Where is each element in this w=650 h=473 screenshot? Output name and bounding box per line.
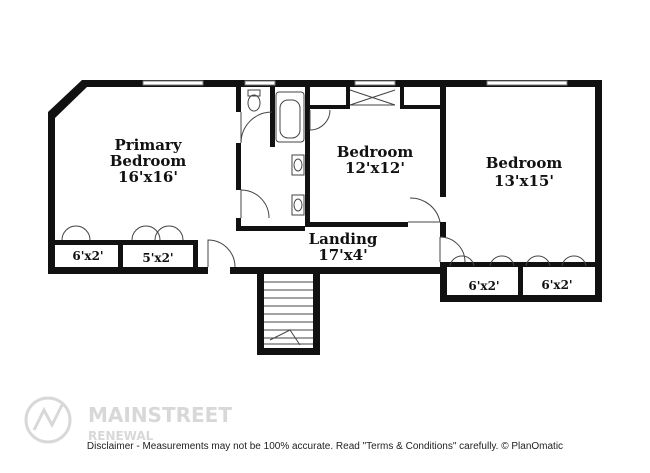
primary-bedroom-label-line1: Primary — [114, 136, 182, 154]
staircase — [264, 281, 313, 346]
bedroom-2-label: Bedroom — [337, 143, 414, 161]
windows — [142, 80, 568, 86]
landing-size: 17'x4' — [318, 246, 367, 264]
outer-walls — [48, 80, 602, 355]
closet-a-size: 6'x2' — [72, 249, 103, 263]
mainstreet-logo: MAINSTREET RENEWAL — [24, 396, 232, 444]
disclaimer-text: Disclaimer - Measurements may not be 100… — [87, 441, 563, 452]
bath-fixtures — [247, 89, 305, 216]
primary-bedroom-size: 16'x16' — [118, 168, 178, 186]
interior-walls — [55, 87, 597, 302]
primary-bedroom-label-line2: Bedroom — [110, 152, 187, 170]
closet-c-size: 6'x2' — [468, 279, 499, 293]
bedroom-3-label: Bedroom — [486, 154, 563, 172]
bedroom-3-size: 13'x15' — [494, 172, 554, 190]
closet-b-size: 5'x2' — [142, 251, 173, 265]
closet-d-size: 6'x2' — [541, 278, 572, 292]
watermark-line2: RENEWAL — [88, 429, 154, 443]
watermark-line1: MAINSTREET — [88, 403, 232, 427]
bedroom-2-size: 12'x12' — [345, 159, 405, 177]
door-swings — [61, 89, 587, 268]
landing-label: Landing — [309, 230, 378, 248]
